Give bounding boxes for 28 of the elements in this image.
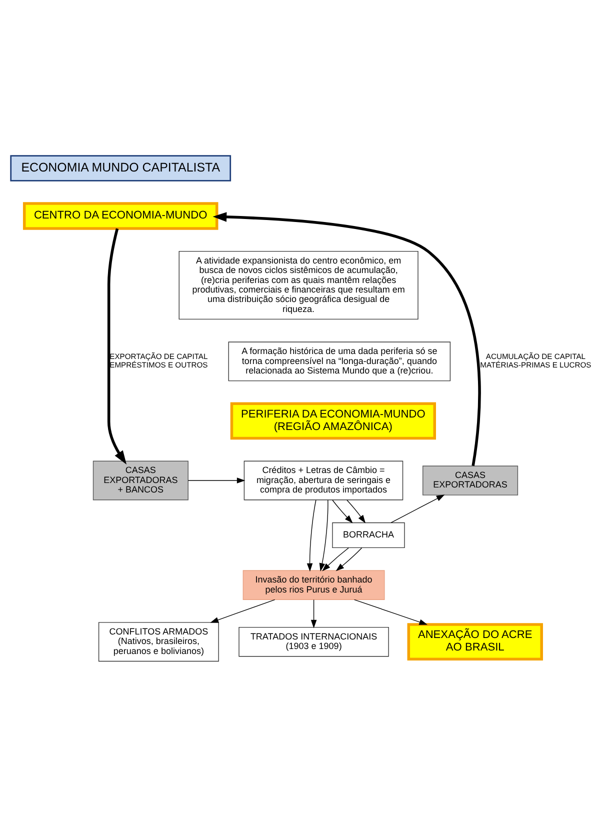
node-box: ANEXAÇÃO DO ACRE AO BRASIL bbox=[407, 623, 543, 661]
arrow bbox=[107, 228, 127, 464]
node-box: Créditos + Letras de Câmbio = migração, abertura de seringais e compra de produtos importados bbox=[244, 460, 404, 500]
arrow bbox=[306, 500, 316, 572]
node-box: CONFLITOS ARMADOS (Nativos, brasileiros, peruanos e bolivianos) bbox=[98, 622, 219, 662]
node-box: BORRACHA bbox=[332, 522, 405, 548]
node-box: A formação histórica de uma dada periferia só se torna compreensível na “longa-duração”, quando relacionada ao Sistema Mundo que a (re)criou. bbox=[228, 342, 451, 382]
arrow bbox=[210, 599, 276, 623]
arrow bbox=[310, 599, 317, 628]
arrow bbox=[188, 478, 246, 484]
arrow bbox=[336, 548, 362, 572]
arrow bbox=[390, 494, 445, 524]
node-box: PERIFERIA DA ECONOMIA-MUNDO (REGIÃO AMAZÔNICA) bbox=[230, 402, 436, 440]
node-box: CASAS EXPORTADORAS + BANCOS bbox=[92, 460, 188, 500]
node-box: TRATADOS INTERNACIONAIS (1903 e 1909) bbox=[238, 626, 389, 657]
node-box: A atividade expansionista do centro econômico, em busca de novos ciclos sistêmicos de acumulação, (re)cria periferias com as quais mantêm relações produtivas, comerciais e financeiras que resultam em uma distribuição sócio geográfica desigual de riqueza. bbox=[178, 250, 418, 320]
edge-label: EXPORTAÇÃO DE CAPITAL EMPRÉSTIMOS E OUTROS bbox=[110, 352, 208, 370]
node-box: ECONOMIA MUNDO CAPITALISTA bbox=[10, 155, 232, 182]
node-box: CENTRO DA ECONOMIA-MUNDO bbox=[22, 202, 218, 230]
node-box: Invasão do território banhado pelos rios Purus e Juruá bbox=[242, 570, 385, 600]
arrow bbox=[322, 548, 349, 572]
arrow bbox=[319, 500, 328, 572]
arrow bbox=[332, 500, 353, 524]
edge-label: ACUMULAÇÃO DE CAPITAL MATÉRIAS-PRIMAS E LUCROS bbox=[480, 352, 592, 370]
arrow bbox=[354, 599, 428, 625]
arrow bbox=[212, 212, 481, 466]
arrow bbox=[346, 500, 366, 524]
node-box: CASAS EXPORTADORAS bbox=[422, 466, 518, 496]
